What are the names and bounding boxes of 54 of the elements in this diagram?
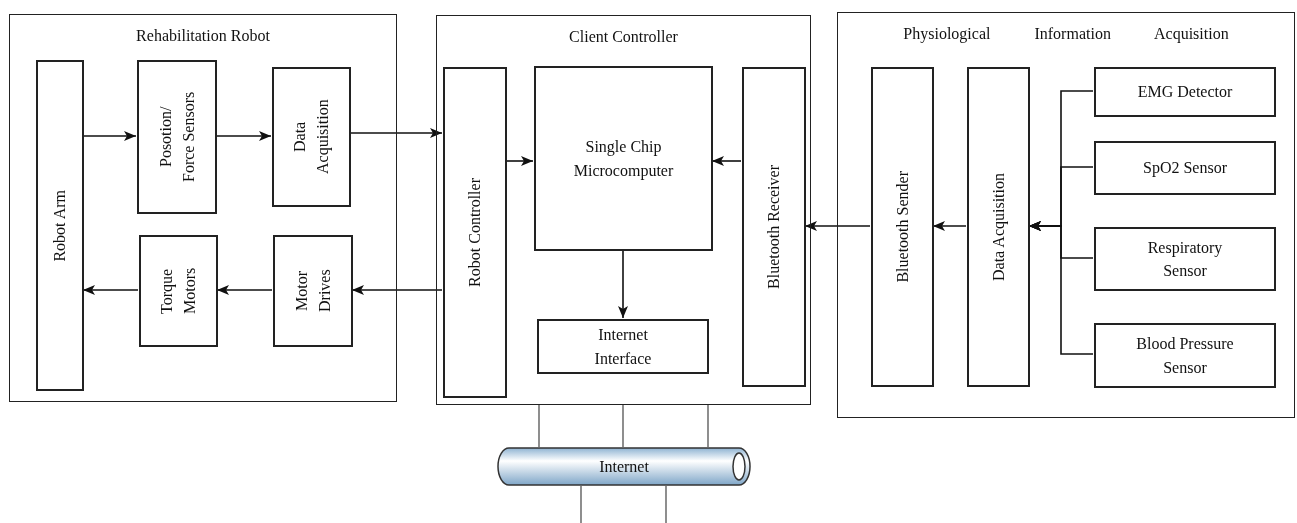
connector-line <box>665 485 667 523</box>
process-box <box>967 67 1030 387</box>
process-box <box>742 67 806 387</box>
box-label: Bluetooth Sender <box>892 171 912 283</box>
arrow <box>505 156 534 166</box>
box-label: Posotion/ Force Sensors <box>155 90 198 185</box>
arrow <box>215 131 272 141</box>
box-label: Data Acquisition <box>988 173 1009 281</box>
process-box <box>537 319 709 374</box>
process-box <box>137 60 217 214</box>
arrow <box>82 131 137 141</box>
process-box <box>139 235 218 347</box>
arrow <box>216 285 273 295</box>
connector-line <box>622 404 624 448</box>
connector-line <box>580 485 582 523</box>
arrow <box>351 285 443 295</box>
box-label: Robot Controller <box>465 178 485 287</box>
box-label: Blood Pressure Sensor <box>1135 334 1235 378</box>
box-label: SpO2 Sensor <box>1143 158 1227 179</box>
arrow <box>1028 221 1094 355</box>
arrow <box>804 221 871 231</box>
group-title: Rehabilitation Robot <box>135 27 271 45</box>
box-label: Respiratory Sensor <box>1146 237 1224 281</box>
process-box <box>1094 323 1276 388</box>
process-box <box>871 67 934 387</box>
arrow <box>618 249 628 319</box>
arrow <box>349 128 443 138</box>
box-label: Data Acquisition <box>290 98 333 177</box>
process-box <box>273 235 353 347</box>
process-box <box>1094 67 1276 117</box>
arrow <box>711 156 742 166</box>
box-label: Robot Arm <box>50 189 70 262</box>
box-label: Internet <box>599 456 649 477</box>
group-box <box>837 12 1295 418</box>
group-title: Physiological Information Acquisition <box>902 25 1230 43</box>
group-box <box>9 14 397 402</box>
process-box <box>36 60 84 391</box>
box-label: Single Chip Microcomputer <box>572 137 675 182</box>
box-label: Bluetooth Receiver <box>764 165 784 289</box>
arrow <box>82 285 139 295</box>
box-label: Motor Drives <box>291 268 334 315</box>
process-box <box>272 67 351 207</box>
group-box <box>436 15 811 405</box>
arrow <box>932 221 967 231</box>
group-title: Client Controller <box>568 28 679 46</box>
box-label: EMG Detector <box>1137 82 1233 103</box>
process-box <box>534 66 713 251</box>
process-box <box>1094 141 1276 195</box>
process-box <box>443 67 507 398</box>
box-label: Internet Interface <box>593 325 653 369</box>
connector-line <box>707 404 709 448</box>
connector-line <box>538 404 540 448</box>
process-box <box>1094 227 1276 291</box>
box-label: Torque Motors <box>157 266 200 317</box>
